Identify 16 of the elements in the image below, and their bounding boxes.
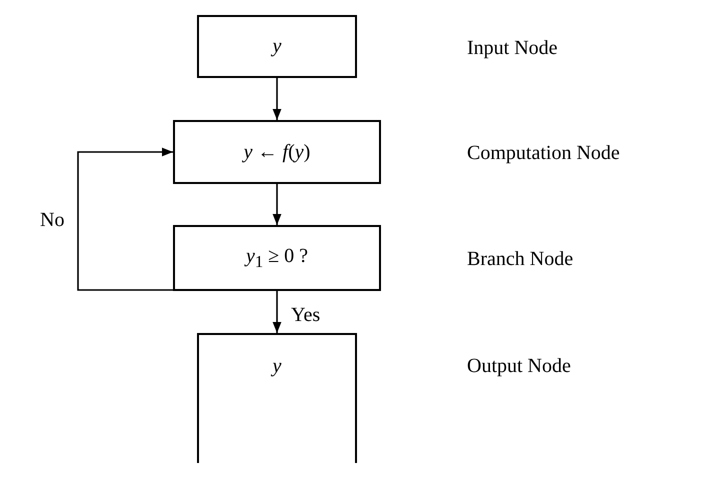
arrow	[272, 78, 282, 120]
arrow	[272, 291, 282, 333]
node-caption: Output Node	[467, 355, 571, 378]
arrow	[272, 184, 282, 225]
process-box	[197, 15, 357, 78]
node-caption: Computation Node	[467, 142, 620, 165]
node-text: y$_{1}$ ≥ 0 ?	[246, 244, 308, 272]
node-text: y ← f(y)	[244, 140, 310, 164]
node-caption: Branch Node	[467, 248, 574, 271]
process-box	[197, 333, 357, 463]
process-box	[173, 225, 381, 291]
arrow	[77, 148, 173, 291]
node-text: y	[272, 35, 282, 58]
process-box	[173, 120, 381, 184]
node-caption: Input Node	[467, 37, 558, 60]
node-text: y	[272, 355, 282, 378]
